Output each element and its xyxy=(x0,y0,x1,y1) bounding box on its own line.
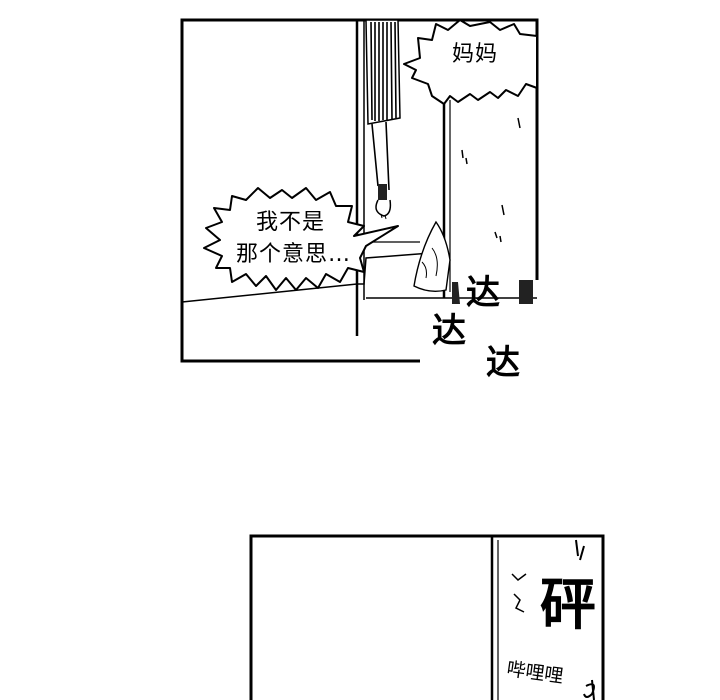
bottom-panel-frame xyxy=(249,534,605,700)
impact-lines-left xyxy=(511,573,527,613)
sfx-footstep-1: 达 xyxy=(466,273,500,313)
squiggle-note xyxy=(583,679,595,700)
floor-line xyxy=(181,251,445,303)
top-panel-frame xyxy=(180,18,539,363)
sfx-footstep-2: 达 xyxy=(432,311,466,351)
floor-shadow-left xyxy=(452,282,460,304)
ankle-shadow xyxy=(378,184,387,200)
sfx-footstep-3: 达 xyxy=(486,343,520,383)
foot xyxy=(375,199,392,217)
impact-lines-top xyxy=(575,539,585,561)
speech-apology-line1: 我不是 xyxy=(256,210,326,235)
bottom-panel xyxy=(249,534,605,700)
sfx-smash: 砰 xyxy=(540,573,596,638)
top-panel xyxy=(180,18,539,363)
speech-bubble-apology xyxy=(203,187,399,291)
floor-shadow-right xyxy=(519,280,533,304)
speech-apology-line2: 那个意思… xyxy=(236,242,352,267)
floor-object-folds xyxy=(421,247,438,279)
walking-figure xyxy=(365,19,401,220)
foot-toes xyxy=(380,213,387,220)
floor-object xyxy=(413,220,451,293)
speech-mom-text: 妈妈 xyxy=(452,42,499,67)
leg xyxy=(371,121,390,191)
speech-bubble-mom xyxy=(403,19,538,105)
dress-stripes xyxy=(370,21,397,121)
door-sketch-marks xyxy=(461,117,521,243)
